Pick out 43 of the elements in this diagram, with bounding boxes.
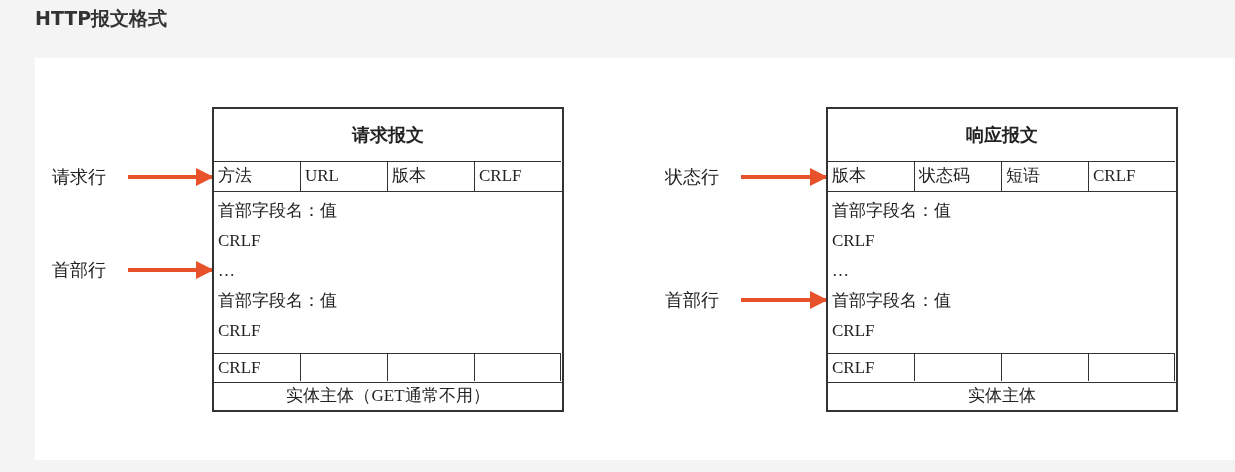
cell-text: CRLF [478, 165, 522, 187]
arrow [128, 168, 214, 186]
cell-text: CRLF [217, 357, 261, 379]
cell-text: 状态码 [918, 165, 970, 187]
cell-text: … [831, 260, 849, 282]
cell-text: 首部行 [665, 289, 719, 312]
cell-text: CRLF [831, 230, 875, 252]
cell-text: 状态行 [665, 166, 719, 189]
cell-text: CRLF [217, 230, 261, 252]
cell-text: … [217, 260, 235, 282]
cell-text: 方法 [217, 165, 252, 187]
table-cell [828, 161, 915, 191]
table-heading: 响应报文 [965, 124, 1039, 147]
cell-text: CRLF [217, 320, 261, 342]
table-cell [214, 161, 301, 191]
table-cell [915, 161, 1002, 191]
cell-text: 首部字段名：值 [831, 290, 951, 312]
message-table [212, 107, 564, 412]
cell-text: 实体主体（GET通常不用） [285, 385, 491, 407]
cell-text: 首部行 [52, 259, 106, 282]
message-table [826, 107, 1178, 412]
cell-text: 首部字段名：值 [217, 200, 337, 222]
arrow [741, 168, 828, 186]
cell-text: 实体主体 [967, 385, 1037, 407]
arrow [128, 261, 214, 279]
cell-text: CRLF [1092, 165, 1136, 187]
cell-text: 首部字段名：值 [831, 200, 951, 222]
cell-text: 版本 [391, 165, 426, 187]
table-heading: 请求报文 [350, 124, 425, 147]
table-cell [1002, 161, 1089, 191]
arrow [741, 291, 828, 309]
table-cell [301, 161, 388, 191]
cell-text: CRLF [831, 357, 875, 379]
cell-text: 短语 [1005, 165, 1040, 187]
table-cell [214, 353, 301, 381]
table-cell [388, 161, 475, 191]
table-cell [828, 353, 915, 381]
cell-text: 首部字段名：值 [217, 290, 337, 312]
cell-text: URL [304, 165, 339, 187]
cell-text: CRLF [831, 320, 875, 342]
cell-text: 版本 [831, 165, 866, 187]
cell-text: 请求行 [52, 166, 106, 189]
page-title: HTTP报文格式 [35, 6, 168, 31]
